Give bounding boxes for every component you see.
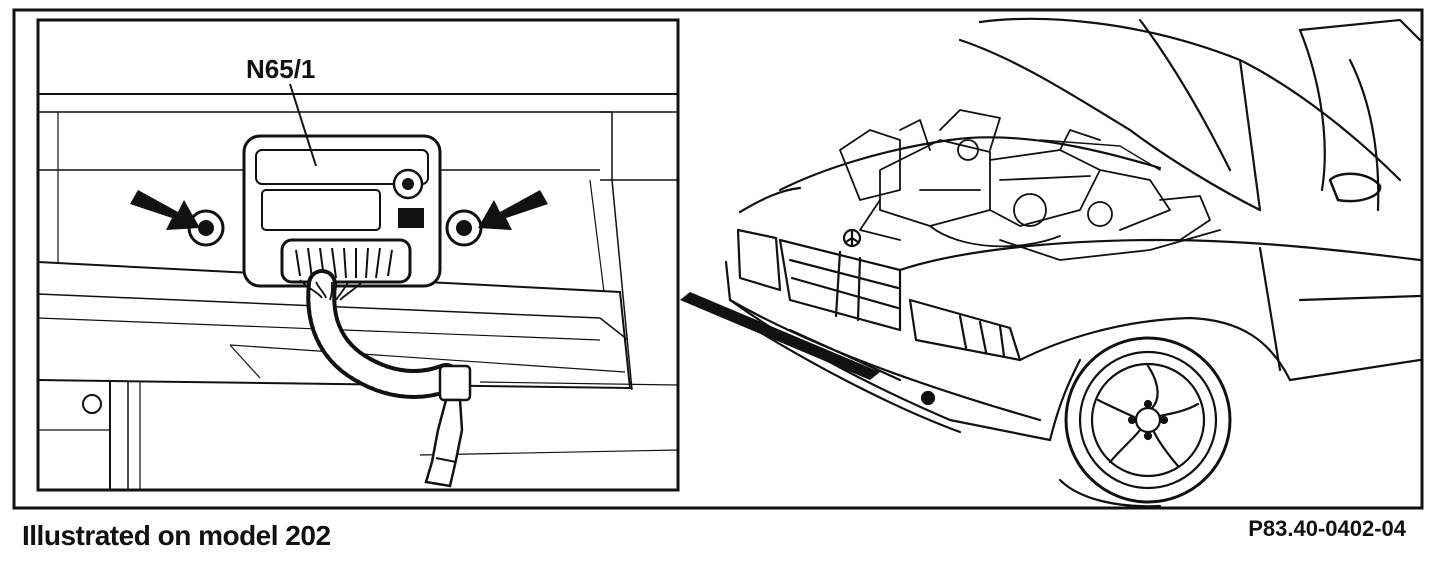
front-wheel	[1064, 336, 1232, 504]
car-illustration	[724, 17, 1422, 508]
label-leader-line	[289, 83, 317, 167]
detail-panel: N65/1	[36, 18, 680, 492]
engine-compartment	[839, 109, 1221, 261]
arrow-left-icon	[130, 190, 200, 230]
pointer-line	[680, 292, 880, 380]
component-label: N65/1	[246, 54, 315, 84]
arrow-right-icon	[478, 190, 548, 230]
reference-code: P83.40-0402-04	[1248, 516, 1406, 541]
car-hood	[978, 17, 1402, 182]
outer-frame	[12, 8, 1424, 510]
detail-panel-border	[36, 18, 680, 492]
mounting-bolt-right	[445, 209, 483, 247]
figure-caption: Illustrated on model 202	[22, 520, 331, 551]
